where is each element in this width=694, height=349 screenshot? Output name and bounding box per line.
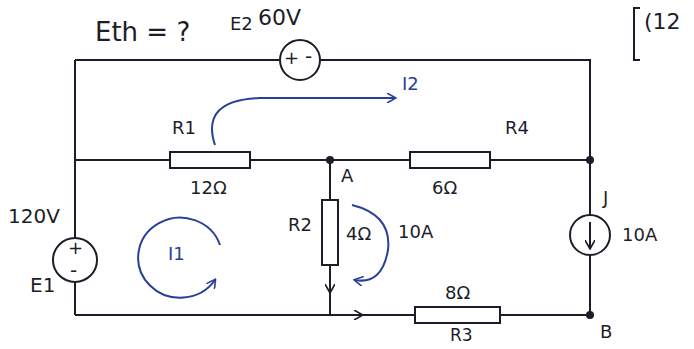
wire bbox=[589, 160, 591, 315]
circuit-label: E1 bbox=[30, 274, 55, 296]
resistor-symbol bbox=[410, 152, 490, 168]
circuit-label: E2 bbox=[230, 14, 253, 34]
circuit-label: I2 bbox=[402, 74, 419, 94]
node-dot bbox=[586, 311, 594, 319]
resistor-symbol bbox=[322, 200, 338, 265]
circuit-label: Eth = ? bbox=[95, 18, 190, 47]
current-arrow bbox=[329, 275, 331, 292]
circuit-label: R2 bbox=[288, 215, 312, 235]
circuit-label: (12 bbox=[644, 10, 681, 34]
circuit-label: 10A bbox=[398, 222, 433, 242]
wire bbox=[329, 160, 331, 315]
circuit-label: I1 bbox=[168, 244, 185, 264]
circuit-label: R3 bbox=[450, 326, 473, 345]
circuit-label: R1 bbox=[172, 118, 196, 138]
circuit-label: 12Ω bbox=[190, 178, 227, 198]
voltage-source-symbol bbox=[53, 238, 97, 282]
circuit-label: J bbox=[603, 188, 608, 208]
circuit-label: - bbox=[70, 259, 77, 281]
wire bbox=[75, 314, 590, 316]
bracket bbox=[634, 8, 640, 60]
circuit-label: - bbox=[305, 45, 312, 67]
circuit-label: 120V bbox=[8, 205, 60, 227]
current-source-symbol bbox=[570, 215, 610, 255]
loop-arrow bbox=[138, 218, 220, 298]
circuit-label: 10A bbox=[622, 225, 657, 245]
voltage-source-symbol bbox=[280, 40, 320, 80]
node-dot bbox=[586, 156, 594, 164]
circuit-label: 4Ω bbox=[346, 224, 371, 244]
circuit-label: 6Ω bbox=[432, 178, 457, 198]
circuit-label: + bbox=[284, 48, 299, 68]
current-arrow bbox=[589, 222, 591, 248]
wire bbox=[75, 60, 590, 160]
resistor-symbol bbox=[415, 307, 500, 323]
circuit-label: A bbox=[341, 166, 353, 186]
node-dot bbox=[326, 156, 334, 164]
loop-arrow bbox=[212, 98, 395, 145]
circuit-label: + bbox=[68, 238, 83, 258]
circuit-label: B bbox=[600, 322, 612, 342]
circuit-label: 8Ω bbox=[445, 283, 470, 303]
resistor-symbol bbox=[170, 152, 250, 168]
circuit-label: R4 bbox=[505, 118, 529, 138]
circuit-label: 60V bbox=[258, 6, 301, 30]
current-arrow bbox=[345, 314, 362, 316]
